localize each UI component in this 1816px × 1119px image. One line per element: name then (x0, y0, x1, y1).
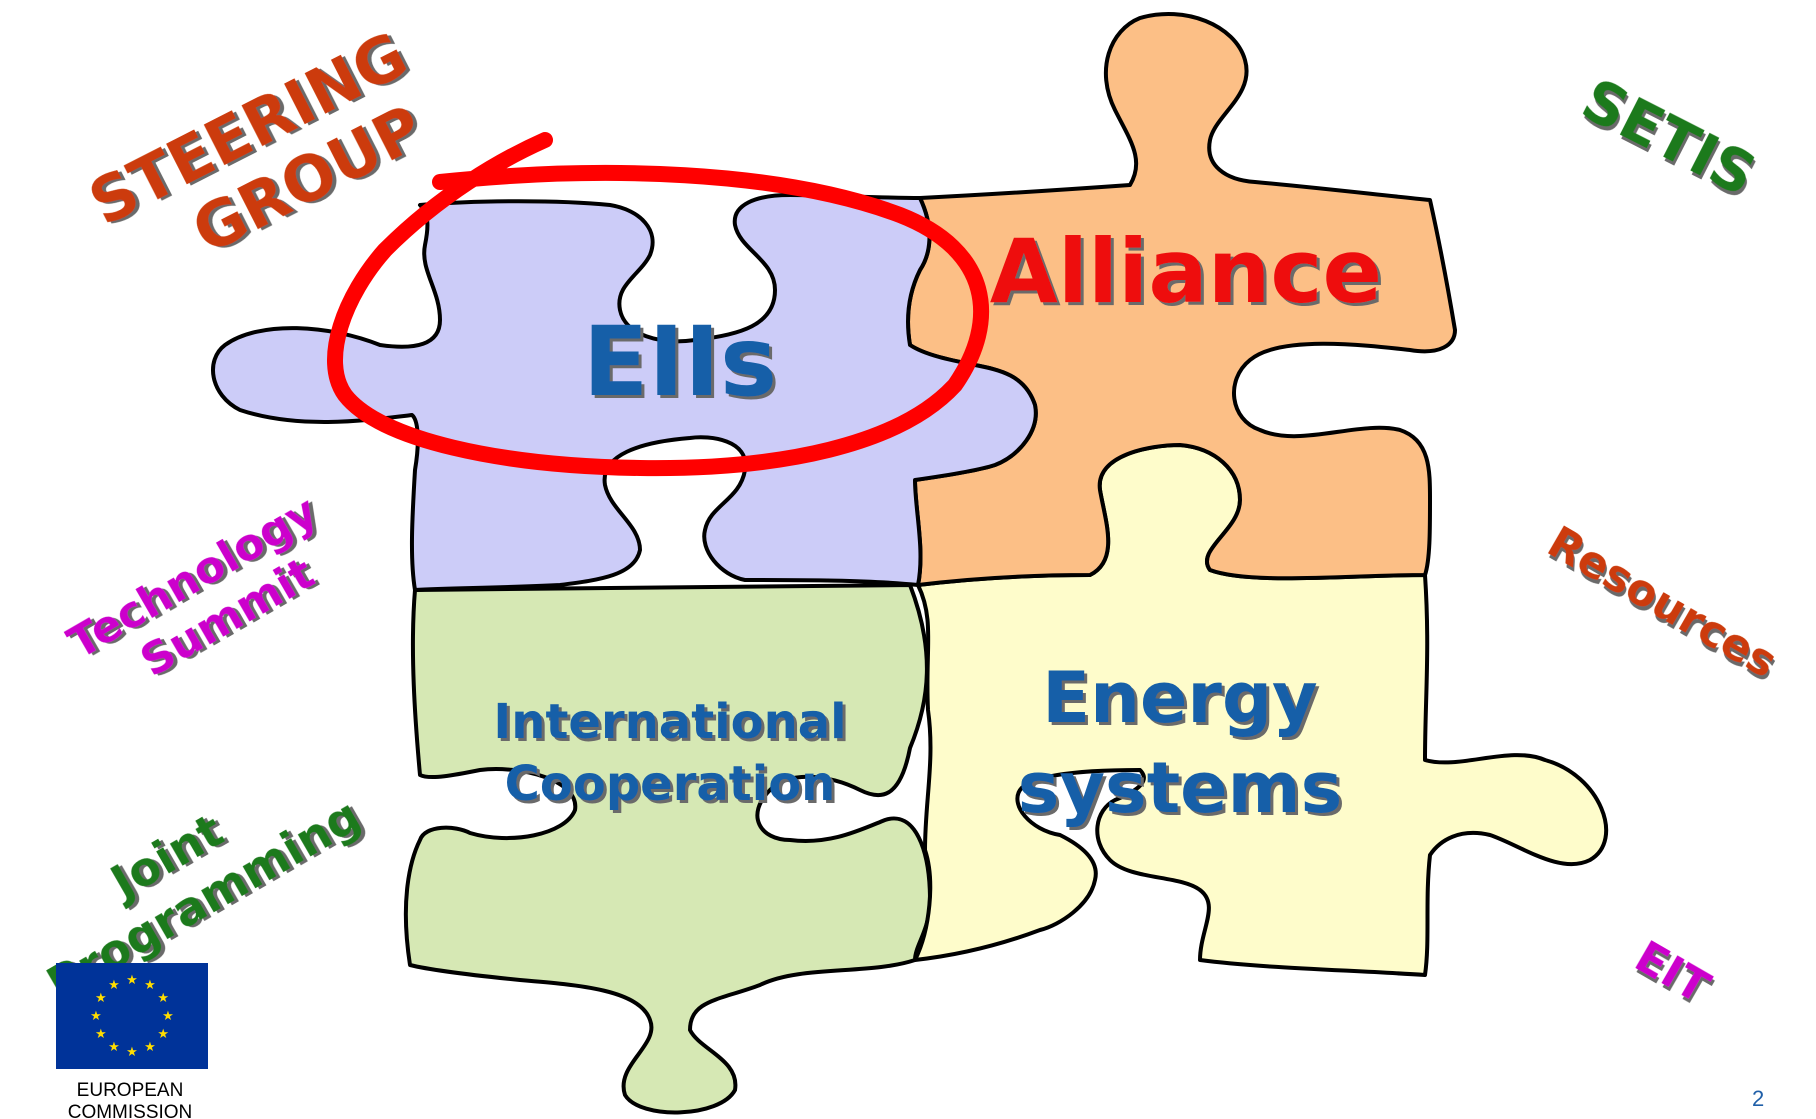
puzzle-piece-eiis (211, 193, 1038, 592)
alliance-label: Alliance (990, 220, 1382, 323)
resources-label: Resources (1539, 517, 1786, 689)
cooperation-label-line1: International (493, 694, 846, 750)
energy-label-line2: systems (1018, 747, 1343, 829)
technology-summit-label: Technology Summit (59, 486, 326, 688)
resources-label-group: Resources (1539, 517, 1786, 689)
eit-label-group: EIT (1626, 931, 1718, 1013)
highlight-circle (327, 132, 990, 477)
eu-flag-background (56, 963, 208, 1069)
steering-group-label: STEERING GROUP (78, 18, 434, 268)
eit-label: EIT (1626, 931, 1718, 1013)
energy-label-line1: Energy (1042, 657, 1317, 739)
eu-star-icon: ★ (157, 1027, 169, 1042)
eu-flag-logo: ★★★★★★★★★★★★ (56, 963, 208, 1069)
ec-caption-line2: COMMISSION (67, 1102, 193, 1119)
eu-star-icon: ★ (95, 1027, 107, 1042)
european-commission-caption: EUROPEAN COMMISSION (40, 1080, 220, 1119)
ec-caption-line1: EUROPEAN (76, 1080, 184, 1101)
eu-star-icon: ★ (144, 1040, 156, 1055)
eu-star-icon: ★ (126, 973, 138, 988)
setis-label-group: SETIS (1572, 65, 1767, 209)
eu-star-icon: ★ (144, 978, 156, 993)
cooperation-label-line2: Cooperation (505, 756, 836, 812)
eu-star-icon: ★ (126, 1045, 138, 1060)
eu-star-icon: ★ (157, 991, 169, 1006)
eu-star-icon: ★ (108, 978, 120, 993)
eiis-label: EIIs (583, 306, 777, 418)
setis-label: SETIS (1572, 65, 1767, 209)
page-number: 2 (1752, 1086, 1765, 1111)
eu-stars: ★★★★★★★★★★★★ (90, 973, 174, 1060)
eu-star-icon: ★ (108, 1040, 120, 1055)
eu-star-icon: ★ (162, 1009, 174, 1024)
eu-star-icon: ★ (95, 991, 107, 1006)
eu-star-icon: ★ (90, 1009, 102, 1024)
puzzle-piece-cooperation (403, 583, 932, 1115)
